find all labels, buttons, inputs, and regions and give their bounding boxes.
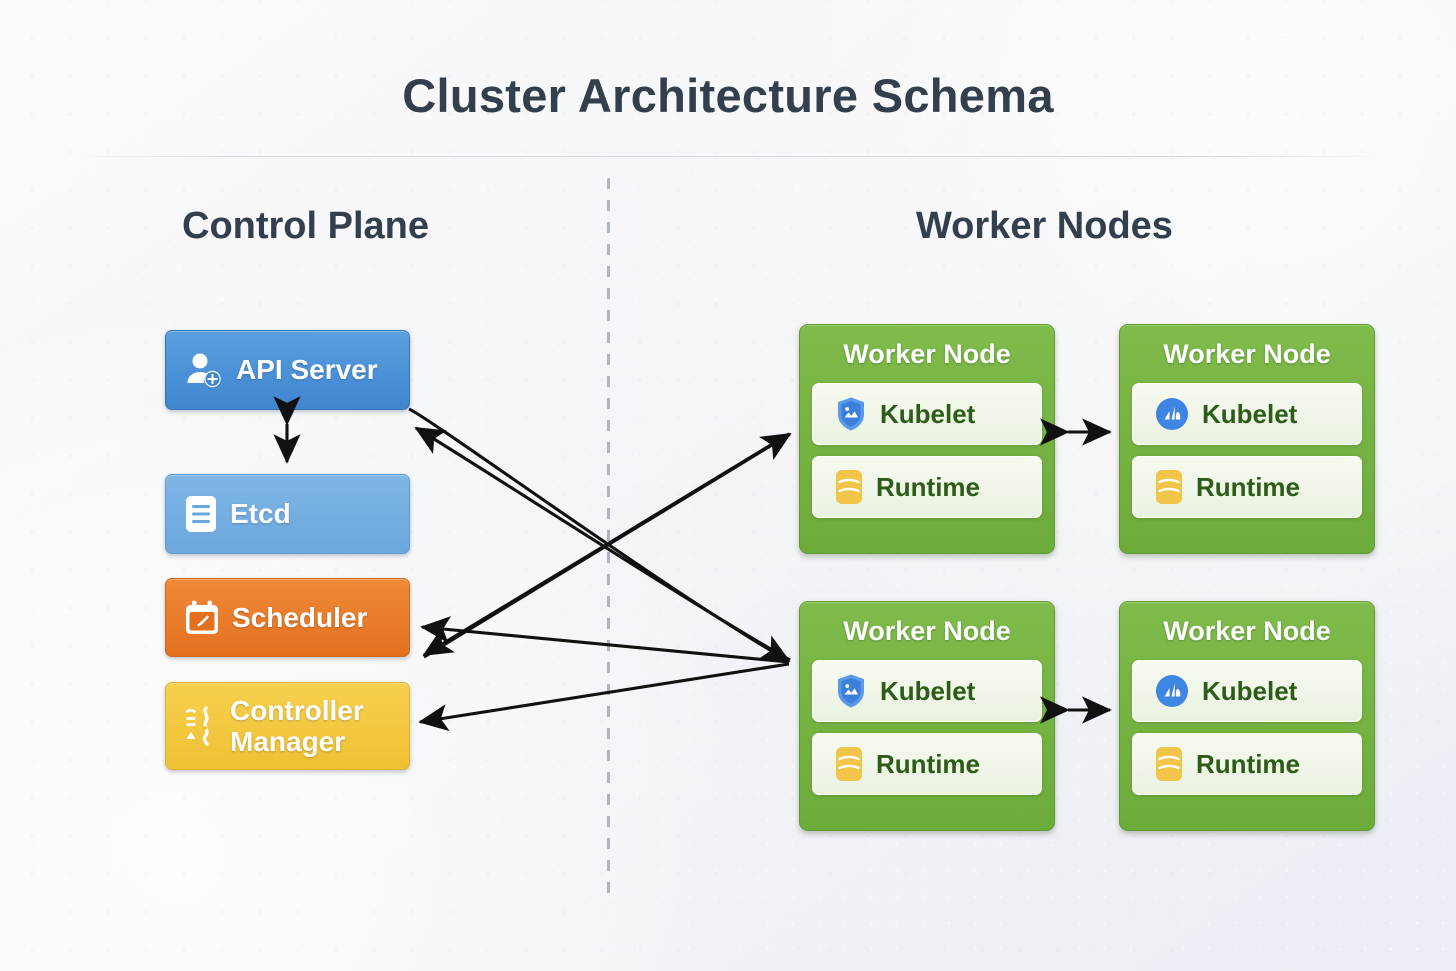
worker-node-title: Worker Node	[843, 616, 1011, 646]
database-icon	[1155, 746, 1183, 782]
control-plane-api-server[interactable]: API Server	[165, 330, 410, 410]
scheduler-label: Scheduler	[232, 601, 368, 633]
kubelet-label: Kubelet	[880, 675, 976, 706]
worker-node-4-runtime[interactable]: Runtime	[1132, 733, 1362, 795]
runtime-label: Runtime	[876, 471, 980, 502]
control-plane-etcd[interactable]: Etcd	[165, 474, 410, 554]
worker-node-1-kubelet[interactable]: Kubelet	[812, 383, 1042, 445]
arrow-node3-to-controller	[418, 662, 790, 732]
kubelet-label: Kubelet	[880, 398, 976, 429]
etcd-label: Etcd	[230, 498, 291, 530]
database-icon	[835, 469, 863, 505]
worker-node-title: Worker Node	[843, 339, 1011, 369]
database-icon	[835, 746, 863, 782]
worker-nodes-heading: Worker Nodes	[916, 205, 1173, 247]
worker-node-4[interactable]: Worker Node Kubelet Runtime	[1119, 601, 1375, 831]
runtime-label: Runtime	[1196, 471, 1300, 502]
worker-node-2-runtime[interactable]: Runtime	[1132, 456, 1362, 518]
page-title: Cluster Architecture Schema	[402, 69, 1054, 122]
worker-node-2[interactable]: Worker Node Kubelet Runtime	[1119, 324, 1375, 554]
user-add-icon	[184, 350, 224, 390]
worker-node-1-runtime[interactable]: Runtime	[812, 456, 1042, 518]
controls-icon	[184, 705, 218, 747]
database-icon	[1155, 469, 1183, 505]
vertical-dashed-divider	[607, 178, 610, 900]
arrow-apiserver-to-node3	[408, 407, 791, 663]
controller-manager-label: Controller Manager	[230, 694, 364, 757]
worker-node-3[interactable]: Worker Node Kubelet Runtime	[799, 601, 1055, 831]
title-divider	[70, 156, 1386, 157]
worker-node-title: Worker Node	[1163, 616, 1331, 646]
circle-chart-icon	[1155, 674, 1189, 708]
arrow-node3area-to-apiserver	[414, 426, 791, 662]
arrow-node3-to-scheduler	[420, 616, 790, 664]
shield-icon	[835, 673, 867, 709]
runtime-label: Runtime	[876, 748, 980, 779]
worker-node-3-runtime[interactable]: Runtime	[812, 733, 1042, 795]
document-icon	[184, 495, 218, 533]
control-plane-heading: Control Plane	[182, 205, 430, 247]
kubelet-label: Kubelet	[1202, 398, 1298, 429]
control-plane-controller-manager[interactable]: Controller Manager	[165, 682, 410, 770]
worker-node-2-kubelet[interactable]: Kubelet	[1132, 383, 1362, 445]
worker-node-1[interactable]: Worker Node Kubelet Runtime	[799, 324, 1055, 554]
circle-chart-icon	[1155, 397, 1189, 431]
kubelet-label: Kubelet	[1202, 675, 1298, 706]
worker-node-4-kubelet[interactable]: Kubelet	[1132, 660, 1362, 722]
worker-node-title: Worker Node	[1163, 339, 1331, 369]
worker-node-3-kubelet[interactable]: Kubelet	[812, 660, 1042, 722]
runtime-label: Runtime	[1196, 748, 1300, 779]
shield-icon	[835, 396, 867, 432]
api-server-label: API Server	[236, 354, 378, 386]
control-plane-scheduler[interactable]: Scheduler	[165, 578, 410, 657]
calendar-icon	[184, 600, 220, 636]
